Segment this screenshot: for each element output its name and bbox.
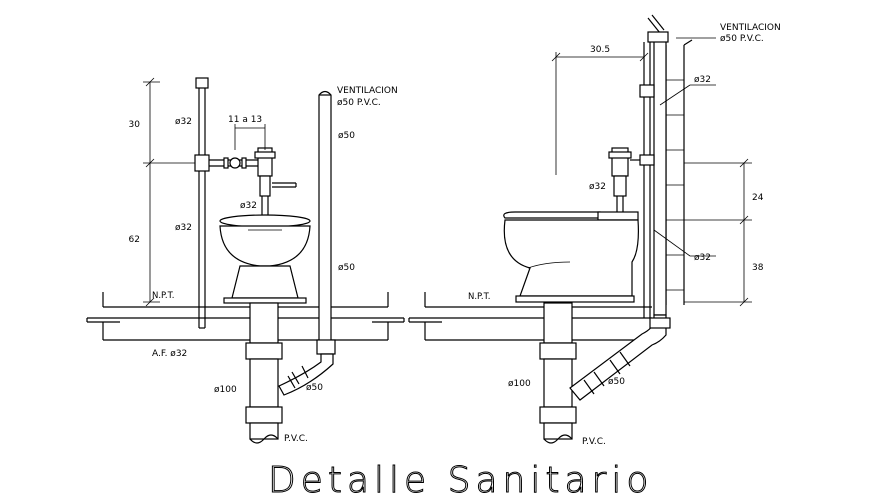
left-drain-stack: [245, 302, 283, 444]
right-dim-305-label: 30.5: [590, 45, 610, 55]
left-d100-label: ø100: [214, 385, 237, 395]
left-labels: VENTILACION ø50 P.V.C. 30 62 11 a 13 ø32…: [129, 86, 398, 444]
right-vertical-dimension: [684, 158, 752, 307]
drawing-title: Detalle Sanitario: [268, 460, 653, 501]
left-d50-drain-label: ø50: [306, 383, 323, 393]
right-floor-slab: [408, 292, 652, 341]
right-flush-valve: [608, 147, 632, 218]
left-dim-11a13-label: 11 a 13: [228, 115, 262, 125]
right-dim-38-label: 38: [752, 263, 764, 273]
right-d50-label: ø50: [608, 377, 625, 387]
left-drain-branch: [278, 339, 336, 396]
left-vent-pipe: [318, 90, 332, 346]
left-flush-valve: [254, 147, 297, 218]
right-dim-24-label: 24: [752, 193, 764, 203]
right-toilet: [503, 211, 639, 303]
left-d50-lower-label: ø50: [338, 263, 355, 273]
left-d32-bowl-label: ø32: [240, 201, 257, 211]
right-elevation: [408, 14, 752, 444]
right-d100-label: ø100: [508, 379, 531, 389]
left-floor-slab: [86, 292, 405, 341]
right-labels: VENTILACION ø50 P.V.C. 30.5 ø32 ø32 ø32 …: [468, 23, 781, 447]
right-wall: [665, 39, 693, 305]
right-drain-stack: [539, 302, 577, 444]
right-ventilacion-label: VENTILACION: [720, 23, 781, 33]
right-drain-branch: [569, 314, 671, 401]
left-d32-top-label: ø32: [175, 117, 192, 127]
right-d32-top-label: ø32: [694, 75, 711, 85]
left-dim-30-label: 30: [129, 120, 141, 130]
left-vertical-dimension: [143, 77, 205, 307]
left-ventilacion-size-label: ø50 P.V.C.: [337, 98, 381, 108]
left-elevation: [86, 77, 405, 444]
right-npt-label: N.P.T.: [468, 292, 490, 302]
left-pvc-label: P.V.C.: [284, 434, 308, 444]
left-d32-mid-label: ø32: [175, 223, 192, 233]
left-d50-upper-label: ø50: [338, 131, 355, 141]
left-dim-62-label: 62: [129, 235, 140, 245]
left-npt-label: N.P.T.: [152, 291, 174, 301]
right-ventilacion-size-label: ø50 P.V.C.: [720, 34, 764, 44]
left-ventilacion-label: VENTILACION: [337, 86, 398, 96]
left-valve-dimension: [234, 124, 266, 150]
left-af-label: A.F. ø32: [152, 349, 187, 359]
left-supply-pipe: [194, 77, 262, 329]
right-pvc-label: P.V.C.: [582, 437, 606, 447]
right-leader-lines: [653, 37, 716, 257]
left-toilet: [219, 214, 311, 304]
right-horizontal-dimension: [551, 52, 649, 175]
right-vent-pipe: [647, 14, 669, 316]
right-d32-valve-label: ø32: [589, 182, 606, 192]
right-d32-lower-label: ø32: [694, 253, 711, 263]
right-supply-pipe: [630, 42, 655, 318]
